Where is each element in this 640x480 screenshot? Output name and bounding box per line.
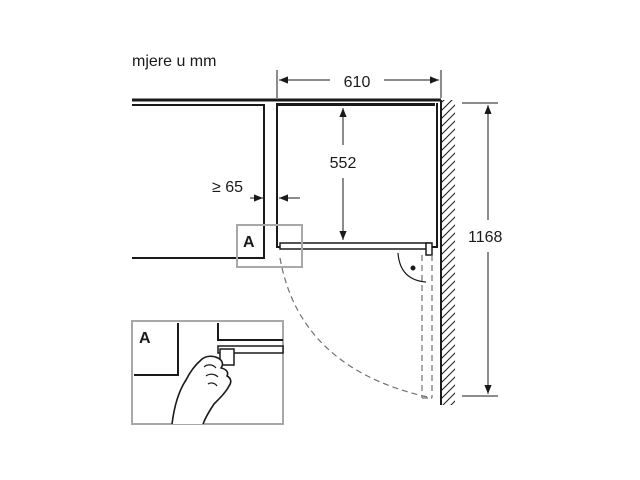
detail-a-marker: A <box>243 234 255 251</box>
depth-dimension-label: 552 <box>330 155 357 172</box>
hand-icon <box>171 355 232 425</box>
units-label: mjere u mm <box>132 53 216 70</box>
hinge-angle-arc <box>397 252 427 283</box>
gap-dimension-label: ≥ 65 <box>212 179 243 196</box>
detail-a-inset <box>131 320 284 425</box>
height-dimension <box>462 102 498 397</box>
hinge-point-icon <box>410 265 416 271</box>
width-dimension-label: 610 <box>344 74 371 91</box>
adjacent-cabinet <box>132 104 265 259</box>
width-dimension <box>276 70 442 98</box>
door-panel <box>279 242 433 256</box>
door-swing-arc <box>279 257 433 399</box>
opened-door-outline <box>421 255 433 399</box>
detail-a-reference-frame <box>236 224 303 268</box>
height-dimension-label: 1168 <box>468 229 503 246</box>
wall <box>440 100 455 405</box>
detail-a-title: A <box>139 330 151 347</box>
